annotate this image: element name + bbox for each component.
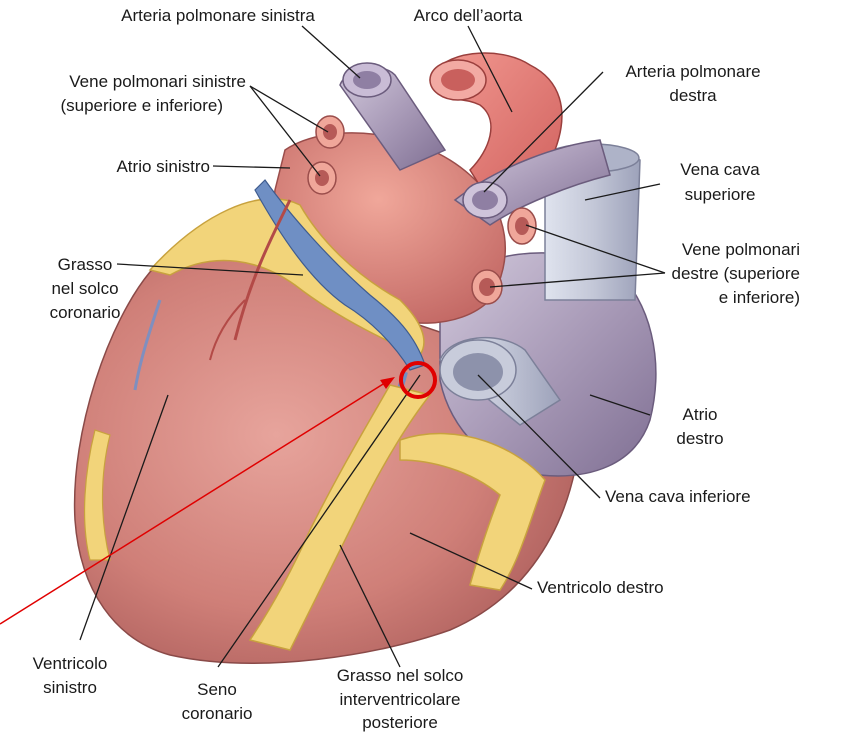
label-grasso-solco-coronario-line1: Grasso	[30, 255, 140, 275]
label-atrio-sinistro: Atrio sinistro	[50, 157, 210, 177]
label-vene-polmonari-destre-line2: destre (superiore	[640, 264, 800, 284]
label-ventricolo-destro: Ventricolo destro	[537, 578, 664, 598]
label-vena-cava-superiore-line2: superiore	[640, 185, 800, 205]
label-arteria-polmonare-destra-line1: Arteria polmonare	[603, 62, 783, 82]
label-seno-coronario-line2: coronario	[162, 704, 272, 724]
label-vene-polmonari-destre-line3: e inferiore)	[640, 288, 800, 308]
label-grasso-solco-coronario-line3: coronario	[30, 303, 140, 323]
label-vena-cava-inferiore: Vena cava inferiore	[605, 487, 751, 507]
label-vene-polmonari-sinistre-line1: Vene polmonari sinistre	[10, 72, 246, 92]
label-arteria-polmonare-destra-line2: destra	[603, 86, 783, 106]
label-arco-aorta: Arco dell’aorta	[398, 6, 538, 26]
label-vene-polmonari-destre-line1: Vene polmonari	[640, 240, 800, 260]
label-atrio-destro-line1: Atrio	[650, 405, 750, 425]
label-arteria-polmonare-sinistra: Arteria polmonare sinistra	[98, 6, 338, 26]
label-grasso-solco-coronario-line2: nel solco	[30, 279, 140, 299]
label-vena-cava-superiore-line1: Vena cava	[640, 160, 800, 180]
label-vene-polmonari-sinistre-line2: (superiore e inferiore)	[10, 96, 223, 116]
label-ventricolo-sinistro-line1: Ventricolo	[10, 654, 130, 674]
label-grasso-interventricolare-line3: posteriore	[315, 713, 485, 733]
label-grasso-interventricolare-line2: interventricolare	[315, 690, 485, 710]
label-seno-coronario-line1: Seno	[162, 680, 272, 700]
label-atrio-destro-line2: destro	[650, 429, 750, 449]
label-grasso-interventricolare-line1: Grasso nel solco	[315, 666, 485, 686]
label-ventricolo-sinistro-line2: sinistro	[10, 678, 130, 698]
